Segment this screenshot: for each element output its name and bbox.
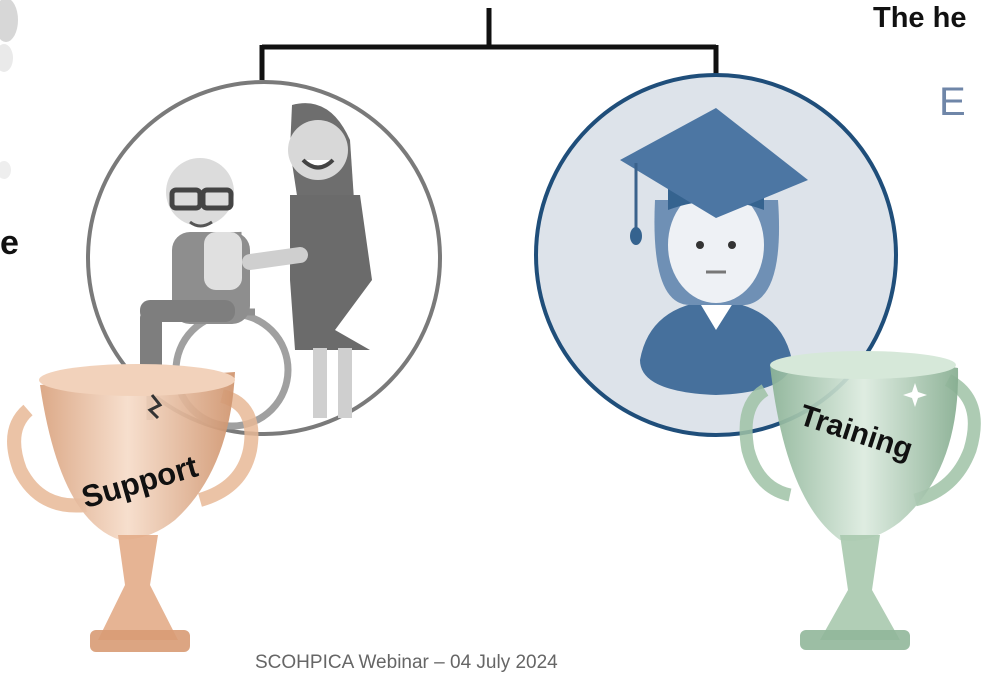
- slide-subheading-fragment: E: [939, 80, 966, 124]
- left-text-fragment: e: [0, 224, 19, 262]
- standing-woman-figure: [242, 103, 372, 418]
- slide-footer: SCOHPICA Webinar – 04 July 2024: [255, 652, 558, 673]
- graduation-cap-icon: [620, 108, 808, 245]
- hierarchy-connector: [259, 8, 719, 80]
- caregiver-illustration: [86, 80, 442, 436]
- training-trophy: Training: [739, 351, 981, 650]
- support-trophy: Support: [7, 364, 259, 652]
- graduate-figure: [640, 187, 792, 395]
- left-edge-decoration: [0, 0, 18, 179]
- seated-man-figure: [140, 158, 250, 380]
- slide-heading-fragment: The he: [873, 2, 967, 34]
- graduate-illustration: [534, 73, 898, 437]
